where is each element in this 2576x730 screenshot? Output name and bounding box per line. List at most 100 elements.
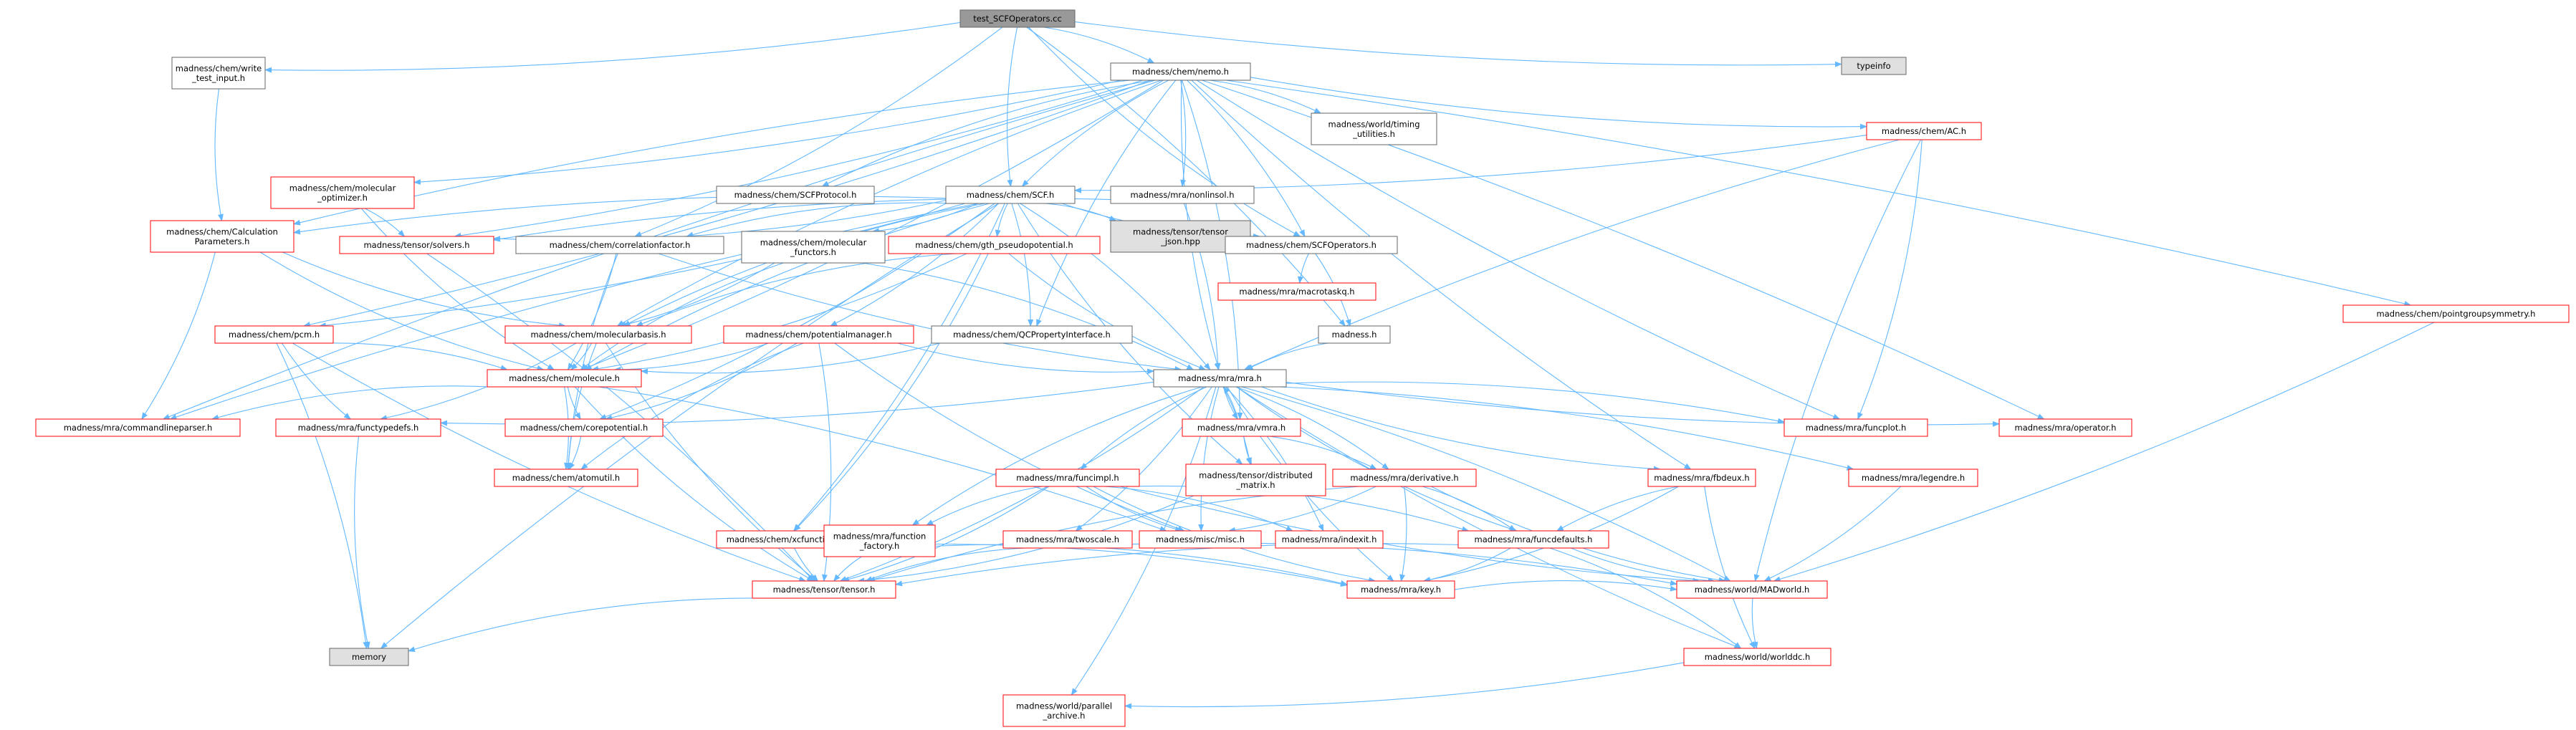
node-label: Parameters.h — [195, 236, 250, 246]
node-molopt[interactable]: madness/chem/molecular_optimizer.h — [270, 176, 415, 209]
edge-pgsym-to-madworld — [1773, 322, 2435, 582]
node-functypedefs[interactable]: madness/mra/functypedefs.h — [275, 418, 441, 437]
node-box — [1002, 530, 1133, 549]
node-box — [1139, 530, 1262, 549]
edge-nemo-to-qcprop — [1036, 80, 1177, 327]
node-nonlinsol[interactable]: madness/mra/nonlinsol.h — [1110, 186, 1255, 204]
edge-mra-to-operator — [1285, 381, 2000, 427]
node-label: memory — [352, 652, 386, 662]
node-indexit[interactable]: madness/mra/indexit.h — [1275, 530, 1384, 549]
node-operator[interactable]: madness/mra/operator.h — [1998, 418, 2132, 437]
node-scfops[interactable]: madness/chem/SCFOperators.h — [1225, 236, 1398, 254]
edge-root-to-typeinfo — [1074, 21, 1842, 67]
node-label: madness/tensor/tensor.h — [773, 585, 876, 595]
node-qcprop[interactable]: madness/chem/QCPropertyInterface.h — [931, 325, 1133, 344]
edge-functypedefs-to-memory — [354, 436, 370, 649]
node-funcimpl[interactable]: madness/mra/funcimpl.h — [995, 469, 1140, 487]
node-label: _optimizer.h — [317, 193, 368, 203]
node-gth[interactable]: madness/chem/gth_pseudopotential.h — [888, 236, 1101, 254]
edge-scf-to-json — [1045, 203, 1117, 221]
node-molbasis[interactable]: madness/chem/molecularbasis.h — [504, 325, 692, 344]
node-funcplot[interactable]: madness/mra/funcplot.h — [1783, 418, 1928, 437]
edge-funcimpl-to-misc — [1086, 486, 1183, 532]
node-label: _utilities.h — [1352, 129, 1395, 139]
edge-twoscale-to-madworld — [1131, 542, 1677, 586]
node-box — [1647, 469, 1756, 487]
node-twoscale[interactable]: madness/mra/twoscale.h — [1002, 530, 1133, 549]
node-potman[interactable]: madness/chem/potentialmanager.h — [723, 325, 914, 344]
node-pgsym[interactable]: madness/chem/pointgroupsymmetry.h — [2342, 304, 2570, 323]
node-mra[interactable]: madness/mra/mra.h — [1153, 369, 1287, 388]
node-nemo[interactable]: madness/chem/nemo.h — [1110, 62, 1251, 81]
edge-scf-to-molbasis — [623, 203, 985, 327]
edge-vmra-to-mra — [1223, 386, 1238, 420]
node-misc[interactable]: madness/misc/misc.h — [1139, 530, 1262, 549]
node-madness[interactable]: madness.h — [1318, 325, 1391, 344]
node-vmra[interactable]: madness/mra/vmra.h — [1182, 418, 1301, 437]
node-label: madness/chem/molecularbasis.h — [530, 330, 666, 340]
node-ac[interactable]: madness/chem/AC.h — [1866, 122, 1982, 140]
node-macrotask[interactable]: madness/mra/macrotaskq.h — [1217, 282, 1376, 301]
edge-potman-to-atomutil — [580, 342, 804, 470]
node-box — [995, 469, 1140, 487]
node-corepot[interactable]: madness/chem/corepotential.h — [504, 418, 664, 437]
node-box — [1275, 530, 1384, 549]
node-funcfactory[interactable]: madness/mra/function_factory.h — [823, 524, 936, 557]
node-label: madness/world/timing — [1328, 119, 1420, 129]
edge-distmat-to-tensor — [857, 495, 1194, 584]
node-label: _functors.h — [790, 247, 836, 257]
edge-nemo-to-pgsym — [1225, 80, 2412, 307]
edge-scf-to-potman — [830, 203, 999, 327]
node-label: madness/world/parallel — [1016, 701, 1112, 711]
node-derivative[interactable]: madness/mra/derivative.h — [1332, 469, 1477, 487]
node-box — [1217, 282, 1376, 301]
node-label: madness/chem/write — [176, 63, 262, 73]
node-box — [504, 418, 664, 437]
edge-scf-to-corrfac — [686, 202, 947, 238]
node-label: madness/chem/pointgroupsymmetry.h — [2377, 309, 2536, 319]
node-root[interactable]: test_SCFOperators.cc — [959, 9, 1076, 28]
node-label: typeinfo — [1857, 61, 1890, 71]
node-timing[interactable]: madness/world/timing_utilities.h — [1311, 112, 1437, 145]
node-write[interactable]: madness/chem/write_test_input.h — [171, 57, 266, 90]
node-corrfac[interactable]: madness/chem/correlationfactor.h — [515, 236, 724, 254]
node-box — [487, 369, 642, 388]
node-label: madness/mra/macrotaskq.h — [1239, 287, 1354, 297]
nodes-layer: test_SCFOperators.cc madness/chem/write_t… — [35, 9, 2570, 727]
edge-molecule-to-cmdline — [211, 385, 491, 421]
node-madworld[interactable]: madness/world/MADworld.h — [1676, 580, 1828, 599]
edge-nemo-to-molopt — [413, 80, 1121, 185]
edge-molecule-to-misc — [598, 386, 1167, 532]
edge-funcdefaults-to-madworld — [1571, 547, 1715, 584]
edge-funcimpl-to-madworld — [1120, 486, 1700, 584]
edge-funcfactory-to-tensor — [833, 556, 862, 582]
node-scfprot[interactable]: madness/chem/SCFProtocol.h — [716, 186, 875, 204]
edge-molbasis-to-atomutil — [565, 342, 597, 470]
node-solvers[interactable]: madness/tensor/solvers.h — [339, 236, 494, 254]
node-legendre[interactable]: madness/mra/legendre.h — [1848, 469, 1978, 487]
node-tensor[interactable]: madness/tensor/tensor.h — [752, 580, 896, 599]
node-funcdefaults[interactable]: madness/mra/funcdefaults.h — [1457, 530, 1609, 549]
node-typeinfo[interactable]: typeinfo — [1841, 57, 1907, 75]
node-label: madness/chem/xcfunctional.h — [727, 534, 851, 544]
node-box — [1225, 236, 1398, 254]
node-scf[interactable]: madness/chem/SCF.h — [945, 186, 1076, 204]
node-memory[interactable]: memory — [329, 648, 409, 666]
node-distmat[interactable]: madness/tensor/distributed_matrix.h — [1185, 464, 1326, 496]
node-fbdeux[interactable]: madness/mra/fbdeux.h — [1647, 469, 1756, 487]
node-box — [515, 236, 724, 254]
node-key[interactable]: madness/mra/key.h — [1346, 580, 1455, 599]
node-label: _json.hpp — [1160, 236, 1200, 246]
node-worlddc[interactable]: madness/world/worlddc.h — [1683, 648, 1832, 666]
node-atomutil[interactable]: madness/chem/atomutil.h — [494, 469, 638, 487]
node-pcm[interactable]: madness/chem/pcm.h — [214, 325, 334, 344]
node-molfunc[interactable]: madness/chem/molecular_functors.h — [741, 231, 886, 264]
node-box — [1311, 112, 1437, 145]
node-molecule[interactable]: madness/chem/molecule.h — [487, 369, 642, 388]
node-parchive[interactable]: madness/world/parallel_archive.h — [1002, 694, 1126, 727]
edge-mra-to-derivative — [1235, 386, 1389, 470]
edge-scf-to-memory — [380, 203, 999, 649]
node-cmdline[interactable]: madness/mra/commandlineparser.h — [35, 418, 241, 437]
edge-pcm-to-molecule — [331, 342, 508, 371]
